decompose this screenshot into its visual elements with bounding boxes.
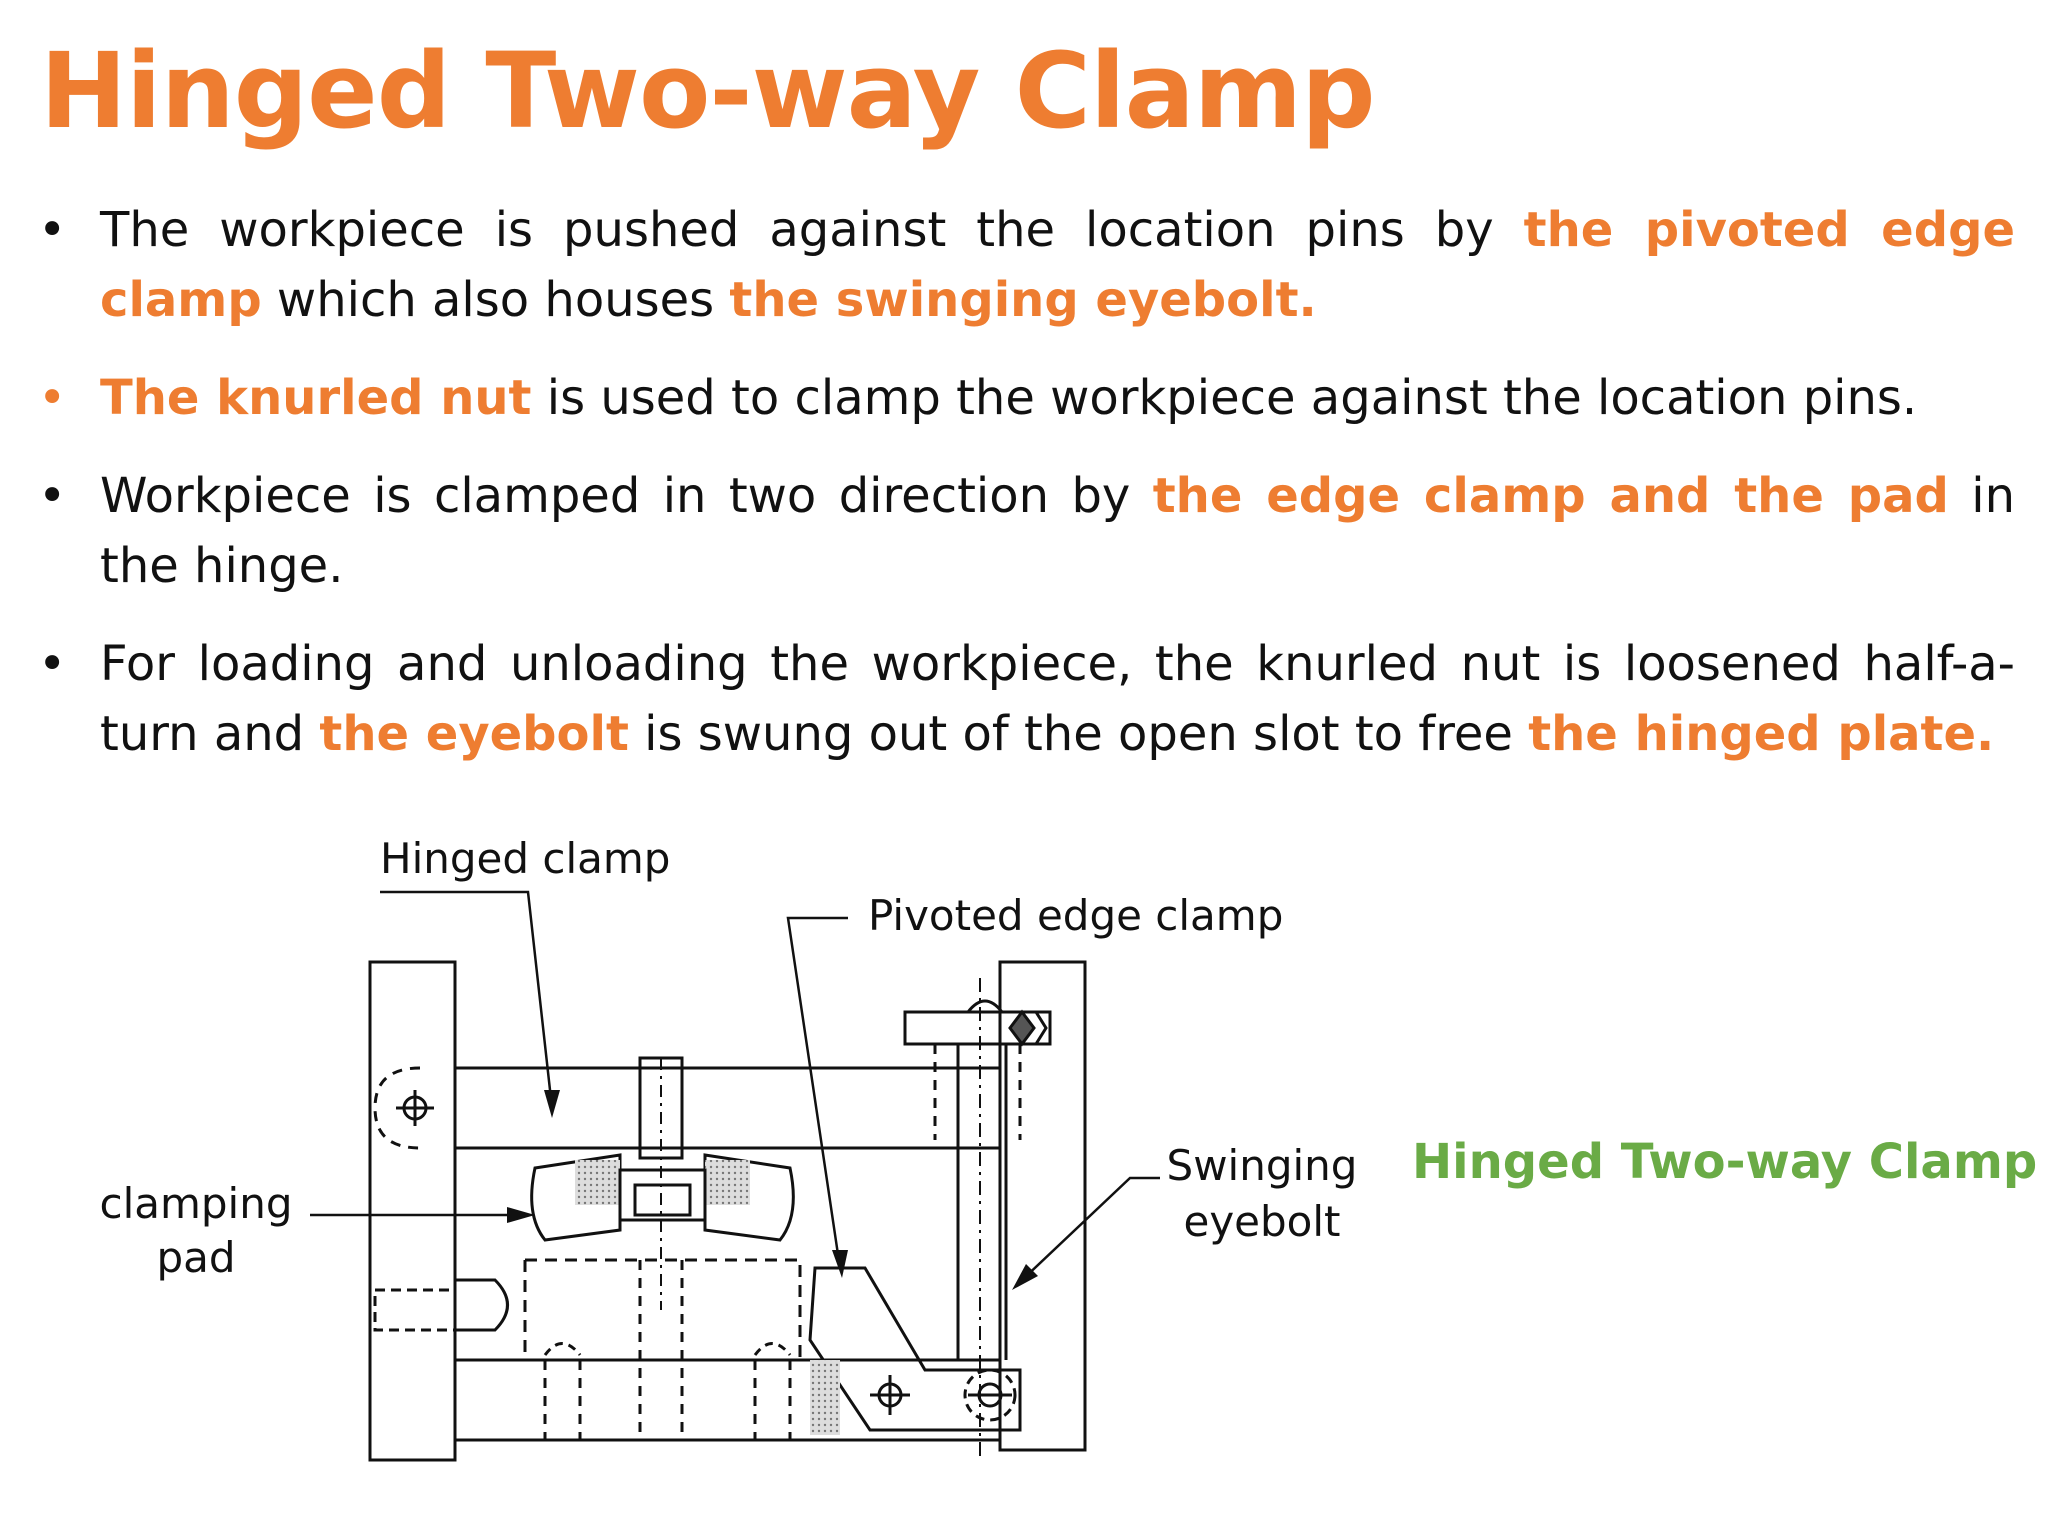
hinge-outline — [373, 1066, 421, 1150]
slide-title: Hinged Two-way Clamp — [40, 30, 1376, 152]
bullet-item: • For loading and unloading the workpiece… — [30, 629, 2015, 769]
knurled-nut — [903, 1010, 1052, 1046]
highlighted-text: the eyebolt — [319, 706, 629, 762]
bullet-dot-icon: • — [38, 468, 67, 524]
left-upright — [368, 960, 457, 1462]
label-swinging-eyebolt-line1: Swinging — [1167, 1141, 1358, 1190]
clamp-diagram: Hinged clamp Pivoted edge clamp clamping… — [99, 834, 1358, 1462]
diagram-caption: Hinged Two-way Clamp — [1412, 1134, 2038, 1190]
right-upright — [998, 960, 1087, 1452]
label-clamping-pad-line2: pad — [156, 1233, 235, 1282]
highlighted-text: the pivoted edge clamp — [100, 202, 2015, 328]
bullet-text: The workpiece is pushed against the loca… — [100, 202, 1524, 258]
clamping-pad-left — [530, 1153, 622, 1242]
bullet-dot-icon: • — [38, 370, 67, 426]
highlighted-text: The knurled nut — [100, 370, 532, 426]
bullet-dot-icon: • — [38, 202, 67, 258]
bullet-text: is used to clamp the workpiece against t… — [531, 370, 1918, 426]
pivoted-edge-clamp — [808, 1266, 1022, 1432]
clamp-drawing — [310, 890, 1160, 1462]
label-pivoted-edge-clamp: Pivoted edge clamp — [868, 891, 1283, 940]
bullet-text: which also houses — [261, 272, 730, 328]
highlighted-text: the swinging eyebolt. — [729, 272, 1317, 328]
highlighted-text: the edge clamp and the pad — [1152, 468, 1949, 524]
label-swinging-eyebolt-line2: eyebolt — [1183, 1197, 1340, 1246]
location-pin — [453, 1278, 509, 1332]
label-clamping-pad-line1: clamping — [99, 1179, 292, 1228]
bullet-text: Workpiece is clamped in two direction by — [100, 468, 1153, 524]
bullet-item: • The knurled nut is used to clamp the wo… — [30, 363, 2015, 433]
clamping-pad-right — [703, 1153, 795, 1242]
bullet-list: • The workpiece is pushed against the loc… — [30, 195, 2015, 797]
bullet-text: is swung out of the open slot to free — [628, 706, 1529, 762]
bullet-item: • The workpiece is pushed against the loc… — [30, 195, 2015, 335]
bullet-item: • Workpiece is clamped in two direction b… — [30, 461, 2015, 601]
label-hinged-clamp: Hinged clamp — [380, 834, 670, 883]
bullet-text: For loading and unloading the workpiece,… — [100, 636, 2015, 762]
highlighted-text: the hinged plate. — [1528, 706, 1995, 762]
bullet-text: in the hinge. — [100, 468, 2015, 594]
bullet-dot-icon: • — [38, 636, 67, 692]
